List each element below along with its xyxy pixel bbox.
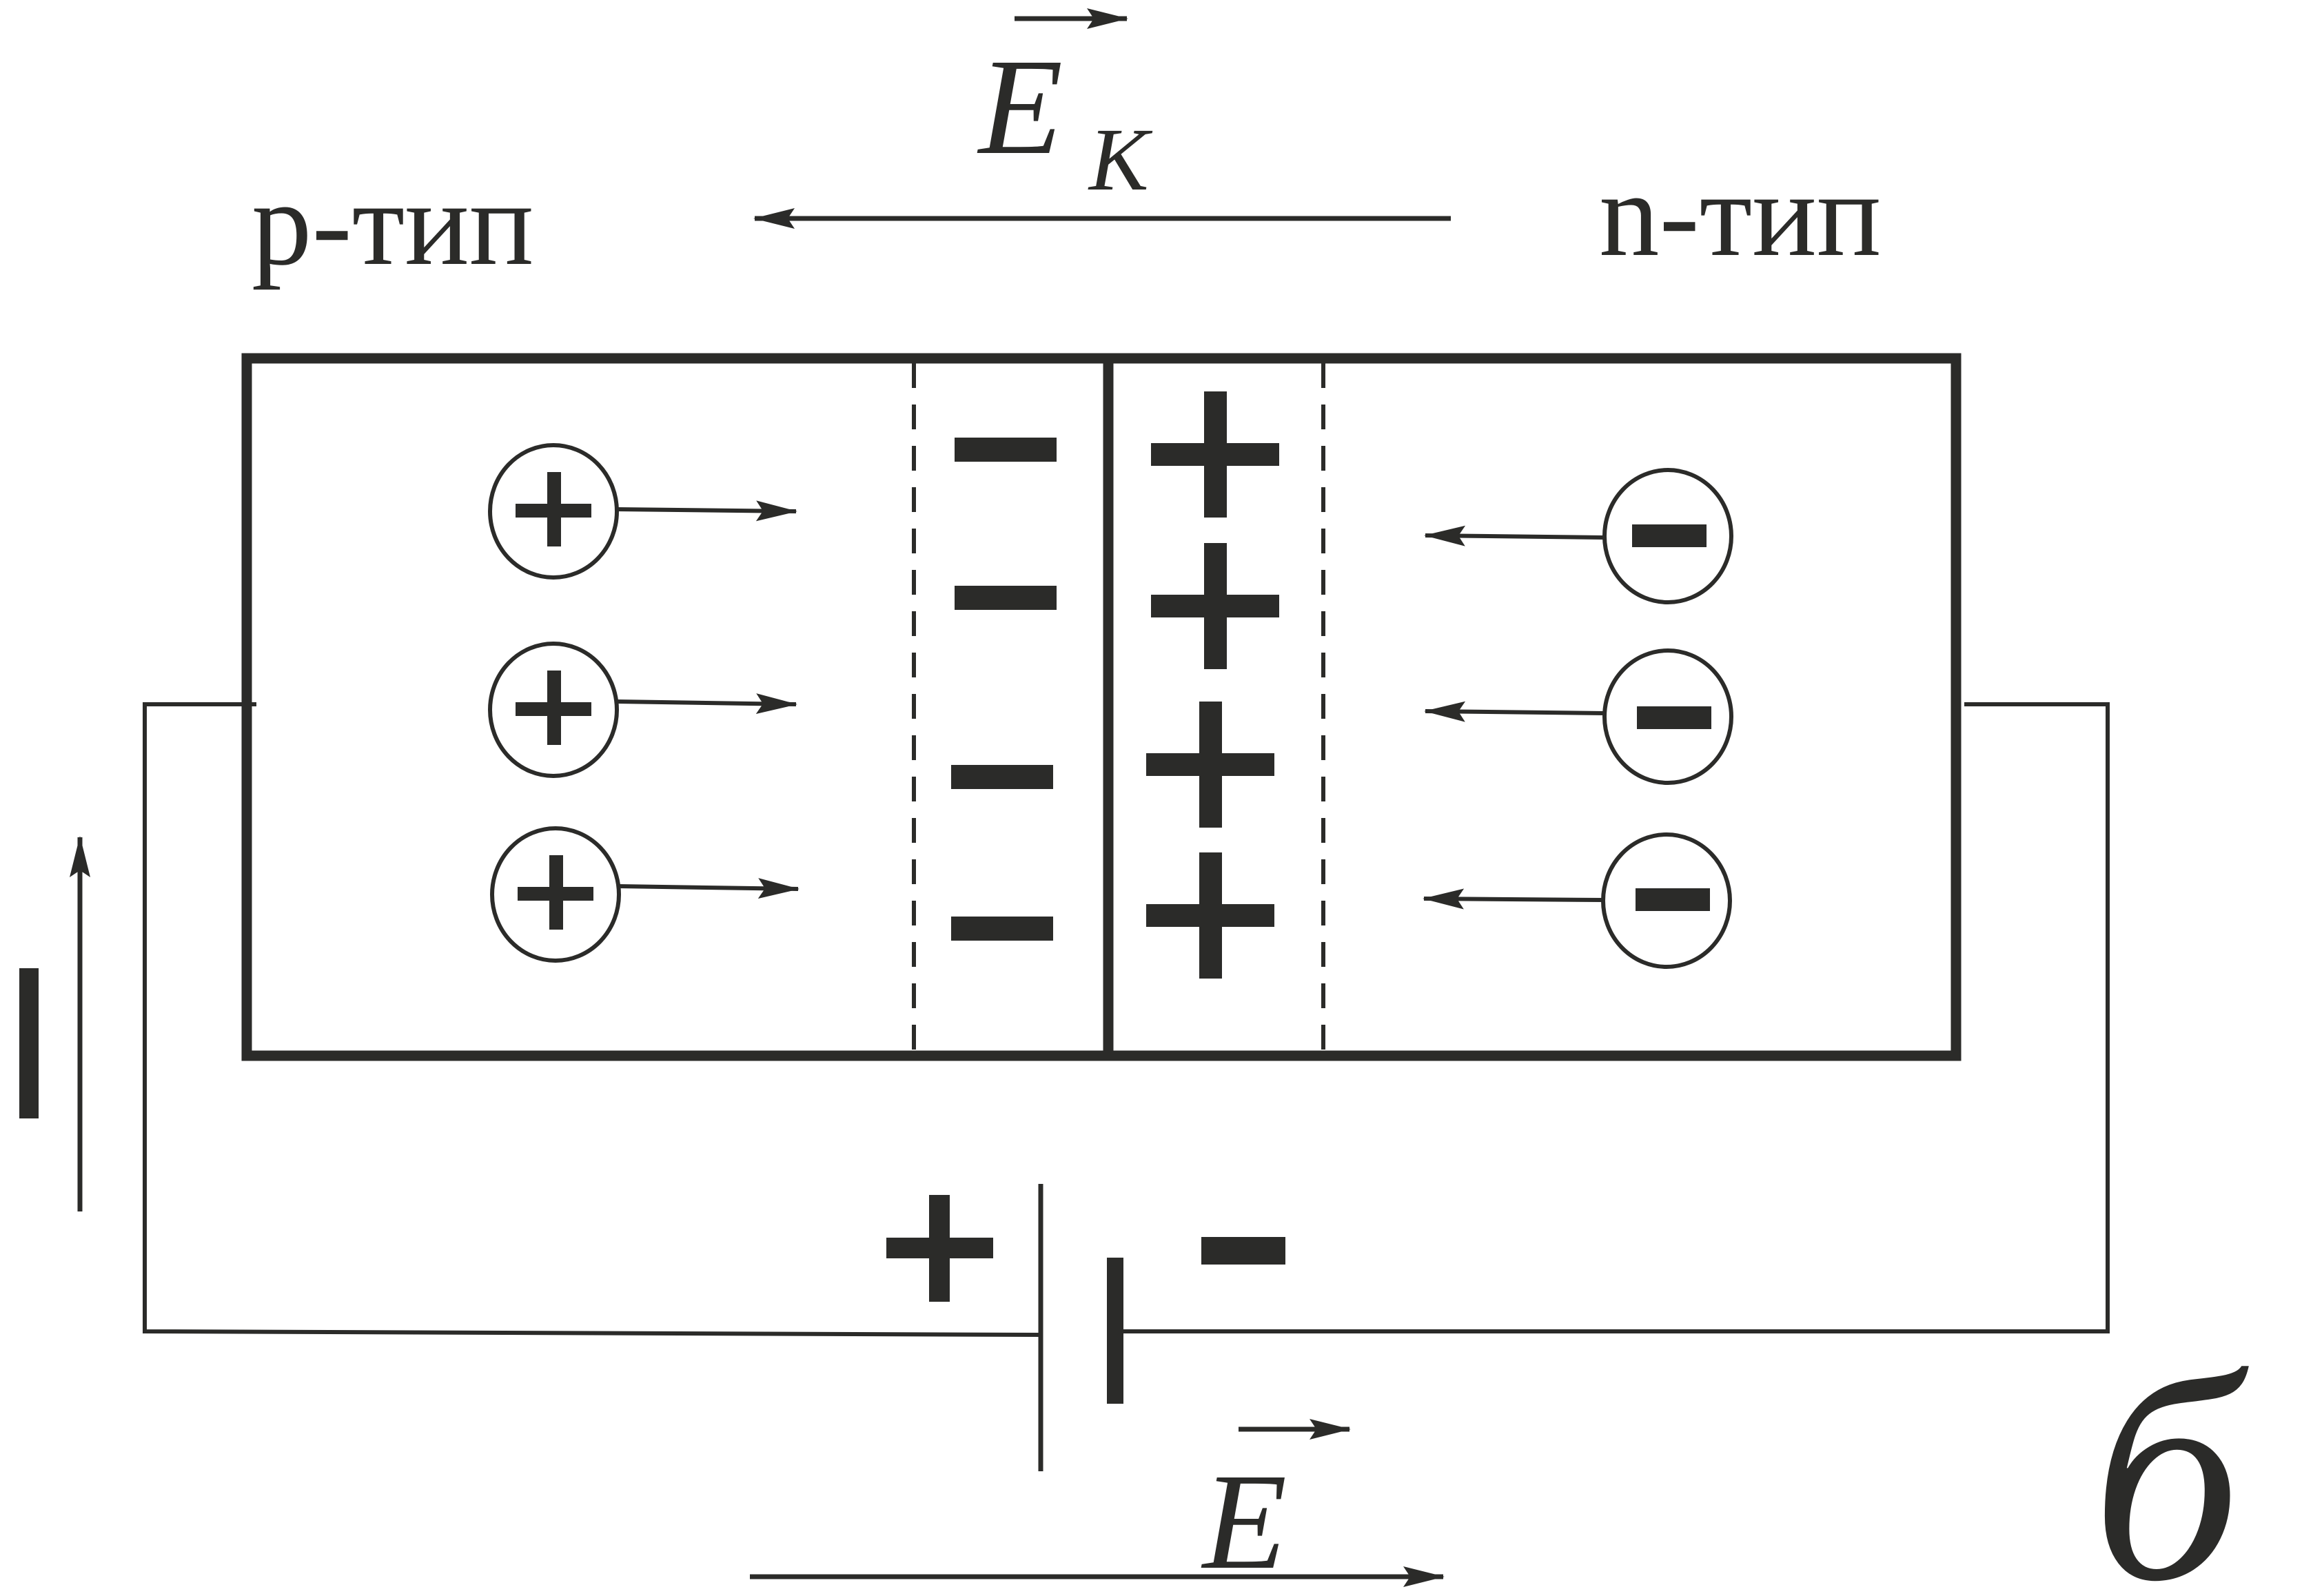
minus-sign-icon	[951, 765, 1053, 789]
hole-carriers	[488, 443, 799, 963]
panel-letter: б	[2092, 1315, 2249, 1596]
circled-plus-icon	[488, 443, 619, 580]
hole-drift-arrow	[616, 693, 797, 715]
electron-drift-arrow	[1424, 701, 1605, 722]
battery-minus-icon	[1201, 1237, 1285, 1265]
hole-drift-arrow	[618, 878, 799, 899]
contact-field-label: E K	[977, 8, 1153, 209]
minus-sign-icon	[955, 438, 1057, 462]
electron-drift-arrow	[1423, 888, 1604, 910]
plus-sign-icon	[1151, 391, 1279, 518]
plus-sign-icon	[1151, 543, 1279, 669]
circled-plus-icon	[490, 826, 621, 963]
current-indicator	[19, 836, 90, 1211]
current-symbol	[19, 968, 39, 1118]
circuit-wire-left	[143, 702, 1041, 1337]
battery-plus-icon	[886, 1195, 993, 1302]
circled-plus-icon	[488, 642, 619, 778]
p-type-label: p-тип	[252, 156, 534, 290]
circuit-wire-right	[1115, 702, 2110, 1333]
depletion-negative-charges	[951, 438, 1057, 941]
electron-carriers	[1423, 468, 1733, 969]
hole-drift-arrow	[616, 500, 797, 522]
semiconductor-body	[241, 353, 1962, 1061]
external-field-label: E	[1201, 1419, 1351, 1596]
circled-minus-icon	[1601, 832, 1732, 969]
external-field-symbol: E	[1201, 1446, 1287, 1596]
contact-field-subscript: K	[1088, 110, 1153, 209]
depletion-positive-charges	[1146, 391, 1279, 979]
plus-sign-icon	[1146, 852, 1274, 979]
battery-short-plate	[1107, 1258, 1123, 1404]
electron-drift-arrow	[1424, 525, 1605, 546]
circled-minus-icon	[1602, 648, 1733, 785]
plus-sign-icon	[1146, 702, 1274, 828]
minus-sign-icon	[955, 586, 1057, 610]
contact-field-symbol: E	[977, 31, 1063, 183]
battery	[886, 1184, 1285, 1471]
n-type-label: n-тип	[1599, 147, 1882, 281]
minus-sign-icon	[951, 917, 1053, 941]
circled-minus-icon	[1602, 468, 1733, 604]
